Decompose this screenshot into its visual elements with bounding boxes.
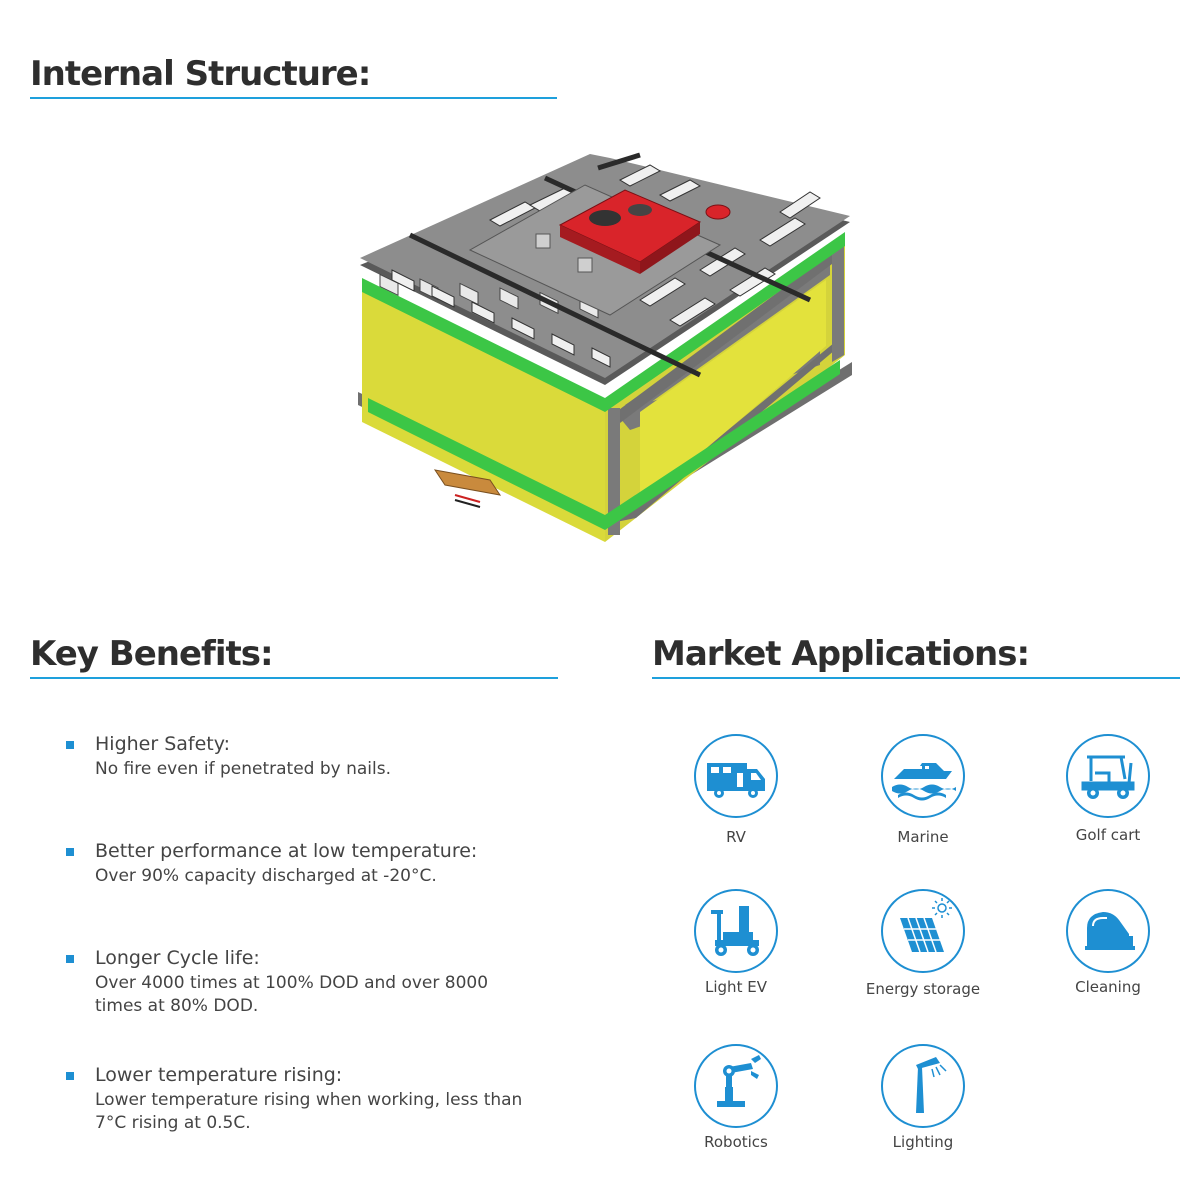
solar-panel-icon (881, 889, 965, 973)
market-applications-heading: Market Applications: (652, 634, 1030, 674)
rv-icon (694, 734, 778, 818)
application-label: Golf cart (1075, 826, 1141, 844)
benefit-description: No fire even if penetrated by nails. (95, 759, 392, 779)
boat-icon (881, 734, 965, 818)
square-bullet-icon (66, 955, 74, 963)
application-label: Energy storage (865, 980, 981, 998)
application-label: Cleaning (1075, 978, 1141, 996)
benefit-title: Higher Safety: (95, 733, 231, 755)
battery-internal-structure-image (358, 152, 852, 542)
key-benefits-heading: Key Benefits: (30, 634, 274, 674)
benefit-description: Over 90% capacity discharged at -20°C. (95, 866, 437, 886)
floor-scrubber-icon (1066, 889, 1150, 973)
mobility-scooter-icon (694, 889, 778, 973)
golf-cart-icon (1066, 734, 1150, 818)
application-label: Marine (897, 828, 949, 846)
square-bullet-icon (66, 741, 74, 749)
application-label: RV (726, 828, 746, 846)
street-light-icon (881, 1044, 965, 1128)
application-label: Robotics (704, 1133, 768, 1151)
heading-underline (652, 677, 1180, 679)
benefit-title: Better performance at low temperature: (95, 840, 478, 862)
heading-underline (30, 97, 557, 99)
heading-underline (30, 677, 558, 679)
benefit-title: Lower temperature rising: (95, 1064, 343, 1086)
application-label: Light EV (705, 978, 767, 996)
square-bullet-icon (66, 848, 74, 856)
internal-structure-heading: Internal Structure: (30, 54, 371, 94)
square-bullet-icon (66, 1072, 74, 1080)
benefit-description: Lower temperature rising when working, l… (95, 1090, 523, 1133)
benefit-description: Over 4000 times at 100% DOD and over 800… (95, 973, 489, 1016)
benefit-title: Longer Cycle life: (95, 947, 260, 969)
application-label: Lighting (892, 1133, 954, 1151)
robot-arm-icon (694, 1044, 778, 1128)
